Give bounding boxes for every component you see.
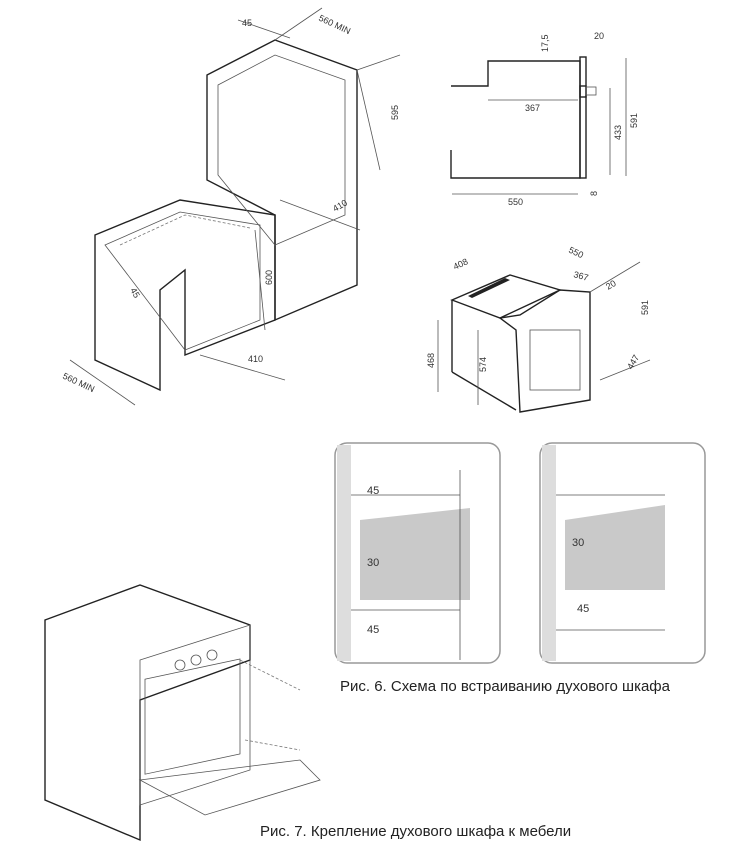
dim-label: 367 — [572, 269, 589, 283]
ventilation-scheme-right: 30 45 — [539, 442, 706, 664]
dim-label: 600 — [264, 270, 274, 285]
dim-label: 45 — [367, 485, 379, 497]
dim-label: 433 — [613, 125, 623, 140]
dim-label: 45 — [367, 624, 379, 636]
dim-label: 30 — [572, 537, 584, 549]
oven-mounting-drawing — [44, 584, 321, 842]
dim-label: 410 — [248, 354, 263, 364]
dim-label: 591 — [640, 300, 650, 315]
figure7-caption: Рис. 7. Крепление духового шкафа к мебел… — [260, 823, 572, 840]
dim-label: 468 — [426, 353, 436, 368]
figure6-caption: Рис. 6. Схема по встраиванию духового шк… — [340, 678, 670, 695]
dim-label: 45 — [577, 603, 589, 615]
dim-label: 560 MIN — [317, 13, 352, 36]
dim-label: 410 — [331, 198, 349, 214]
dim-label: 8 — [589, 191, 599, 196]
dim-label: 17,5 — [540, 34, 550, 52]
oven-side-view: 17,5 20 367 433 591 550 8 — [450, 31, 639, 207]
dim-label: 367 — [525, 103, 540, 113]
dim-label: 591 — [629, 113, 639, 128]
dim-label: 595 — [390, 105, 400, 120]
oven-iso-view: 408 550 367 20 591 447 468 574 — [426, 245, 651, 413]
cabinet-iso-drawing: 45 560 MIN 595 410 45 600 410 560 MIN — [61, 7, 401, 406]
dim-label: 20 — [604, 278, 618, 292]
dim-label: 550 — [567, 245, 585, 260]
dim-label: 20 — [594, 31, 604, 41]
dim-label: 408 — [452, 256, 470, 271]
dim-label: 30 — [367, 557, 379, 569]
dim-label: 550 — [508, 197, 523, 207]
dim-label: 45 — [128, 286, 142, 300]
dim-label: 45 — [242, 18, 252, 28]
ventilation-scheme-left: 45 30 45 — [334, 442, 501, 664]
dim-label: 447 — [625, 353, 641, 371]
dim-label: 574 — [478, 357, 488, 372]
